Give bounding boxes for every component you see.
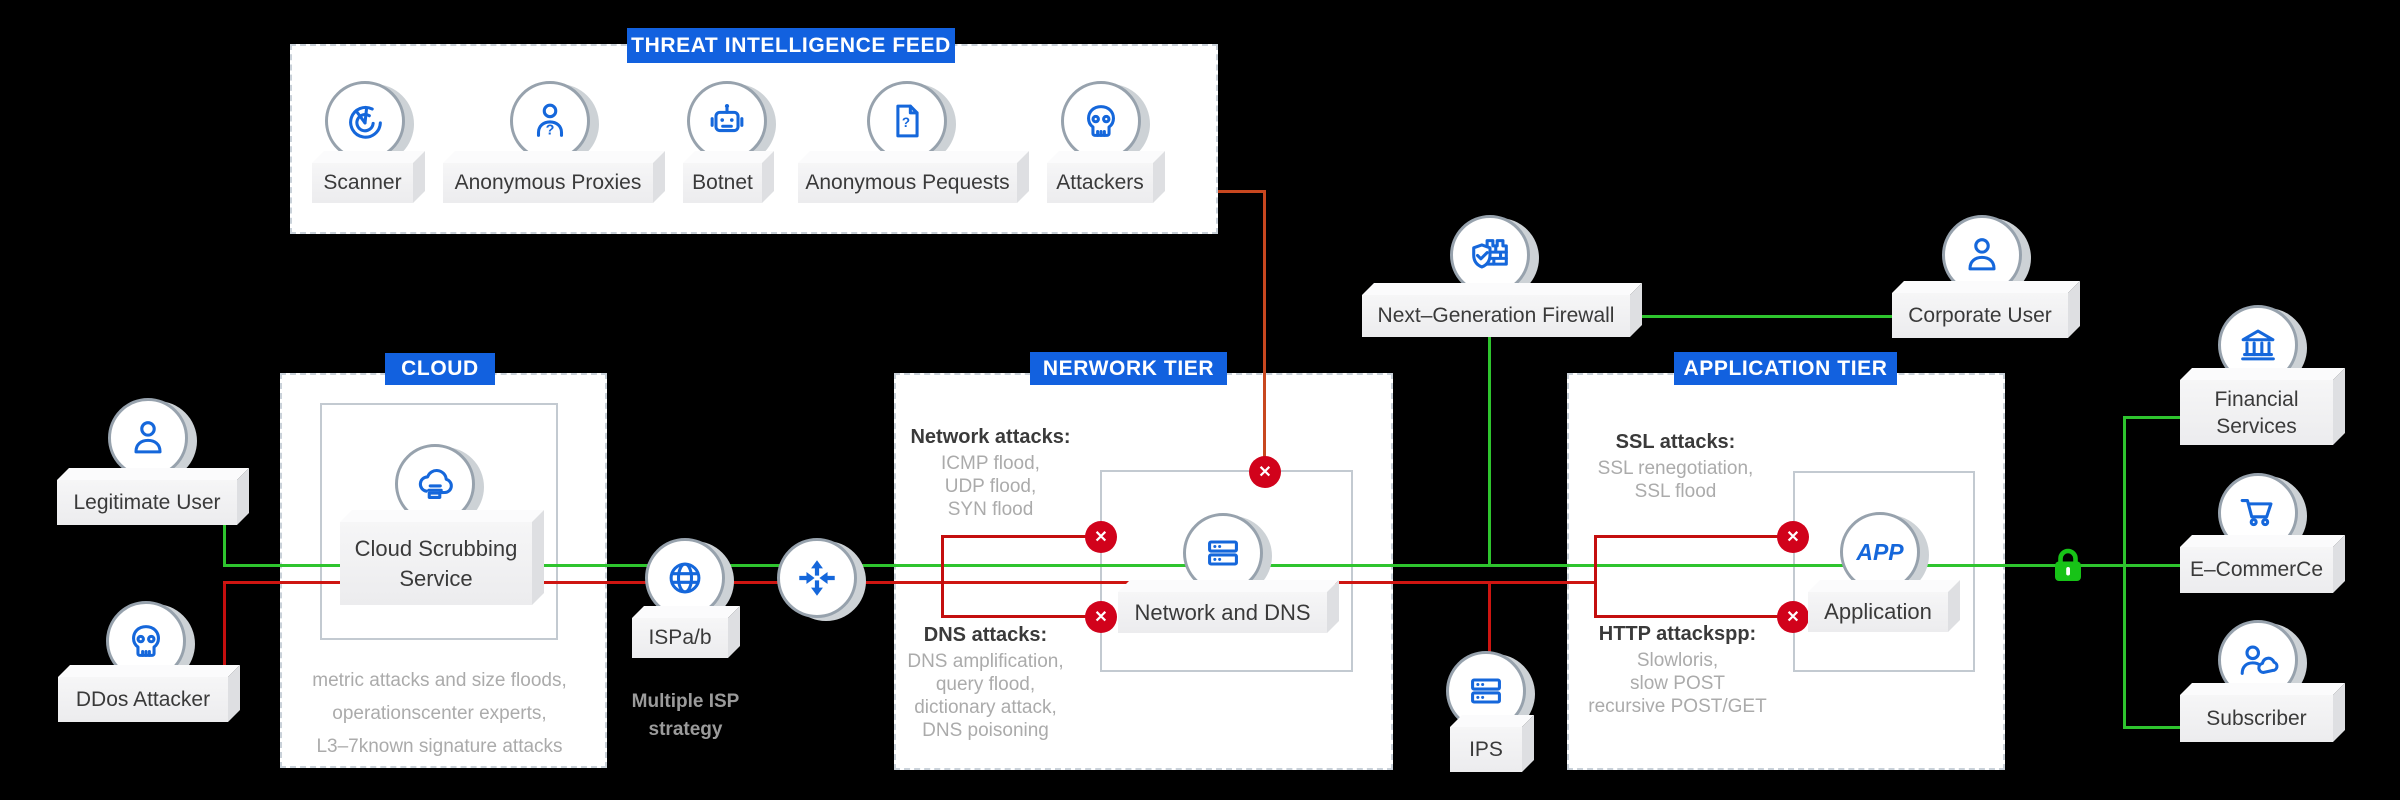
cloud-service-icon xyxy=(412,461,458,507)
link-dns-attack-bottom xyxy=(941,615,1101,618)
document-question-icon: ? xyxy=(884,98,930,144)
http-attacks-text: HTTP attackspp: Slowloris, slow POST rec… xyxy=(1588,623,1767,717)
ips-label: IPS xyxy=(1450,727,1522,772)
dns-attacks-text: DNS attacks: DNS amplification, query fl… xyxy=(907,624,1064,741)
link-ssl-attack-top xyxy=(1594,535,1793,538)
link-services-branch xyxy=(2123,416,2126,728)
corporate-user-label: Corporate User xyxy=(1892,293,2068,338)
botnet-node xyxy=(687,81,767,161)
robot-icon xyxy=(704,98,750,144)
link-firewall-down xyxy=(1488,336,1491,566)
isp-note: Multiple ISP strategy xyxy=(631,691,740,740)
application-node: APP xyxy=(1840,512,1920,592)
lock-icon xyxy=(2044,542,2092,595)
attackers-label: Attackers xyxy=(1047,163,1153,203)
anonymous-pequests-node: ? xyxy=(867,81,947,161)
scanner-icon xyxy=(342,98,388,144)
isp-label: ISPa/b xyxy=(632,618,728,658)
person-cloud-icon xyxy=(2235,637,2281,683)
legitimate-user-node xyxy=(108,398,188,478)
link-threat-feed-down xyxy=(1263,190,1266,474)
anonymous-proxies-node: ? xyxy=(510,81,590,161)
network-dns-label: Network and DNS xyxy=(1118,592,1327,633)
attackers-node xyxy=(1061,81,1141,161)
globe-icon xyxy=(662,555,708,601)
router-node xyxy=(777,538,857,618)
server-stack-icon xyxy=(1463,668,1509,714)
ecommerce-label: E–CommerCe xyxy=(2180,547,2333,593)
network-attacks-text: Network attacks: ICMP flood, UDP flood, … xyxy=(910,426,1071,520)
link-http-attack-bottom xyxy=(1594,615,1793,618)
cloud-title: CLOUD xyxy=(385,353,495,385)
person-icon xyxy=(125,415,171,461)
cart-icon xyxy=(2235,490,2281,536)
scanner-node xyxy=(325,81,405,161)
cloud-description: metric attacks and size floods, operatio… xyxy=(312,670,567,757)
subscriber-label: Subscriber xyxy=(2180,695,2333,742)
anonymous-person-icon: ? xyxy=(527,98,573,144)
financial-services-label: Financial Services xyxy=(2180,380,2333,445)
legitimate-user-label: Legitimate User xyxy=(57,480,237,525)
isp-node xyxy=(645,538,725,618)
router-icon xyxy=(794,555,840,601)
firewall-label: Next–Generation Firewall xyxy=(1362,295,1630,337)
threat-feed-title: THREAT INTELLIGENCE FEED xyxy=(627,28,955,63)
link-network-attack-top xyxy=(941,535,1101,538)
link-to-financial xyxy=(2123,416,2180,419)
link-app-attack-branch xyxy=(1594,536,1597,618)
ddos-attacker-label: DDos Attacker xyxy=(58,677,228,722)
application-label: Application xyxy=(1808,592,1948,632)
link-ddos-attacker-up xyxy=(223,583,226,678)
anonymous-proxies-label: Anonymous Proxies xyxy=(443,163,653,203)
link-threat-feed-out xyxy=(1218,190,1266,193)
shield-wall-icon xyxy=(1467,232,1513,278)
cloud-scrubbing-label: Cloud Scrubbing Service xyxy=(340,522,532,605)
attack-blocked-marker: ✕ xyxy=(1085,601,1117,633)
anonymous-pequests-label: Anonymous Pequests xyxy=(798,163,1017,203)
network-tier-title: NERWORK TIER xyxy=(1030,352,1227,385)
attack-blocked-marker: ✕ xyxy=(1777,601,1809,633)
bank-icon xyxy=(2235,322,2281,368)
application-tier-title: APPLICATION TIER xyxy=(1674,352,1897,385)
attack-blocked-marker: ✕ xyxy=(1249,456,1281,488)
scanner-label: Scanner xyxy=(312,163,413,203)
ssl-attacks-text: SSL attacks: SSL renegotiation, SSL floo… xyxy=(1597,431,1754,502)
skull-icon xyxy=(1078,98,1124,144)
app-icon: APP xyxy=(1856,538,1904,565)
link-network-attack-branch xyxy=(941,536,944,618)
link-to-subscriber xyxy=(2123,726,2180,729)
attack-blocked-marker: ✕ xyxy=(1085,521,1117,553)
link-attack-traffic-main xyxy=(223,581,1596,584)
link-firewall-corporate xyxy=(1630,315,1892,318)
link-ips-down xyxy=(1488,584,1491,652)
botnet-label: Botnet xyxy=(683,163,762,203)
svg-text:?: ? xyxy=(902,115,910,130)
skull-icon xyxy=(123,618,169,664)
server-stack-icon xyxy=(1200,530,1246,576)
link-legit-user-down xyxy=(223,523,226,566)
svg-text:?: ? xyxy=(546,122,555,138)
person-icon xyxy=(1959,232,2005,278)
attack-blocked-marker: ✕ xyxy=(1777,521,1809,553)
